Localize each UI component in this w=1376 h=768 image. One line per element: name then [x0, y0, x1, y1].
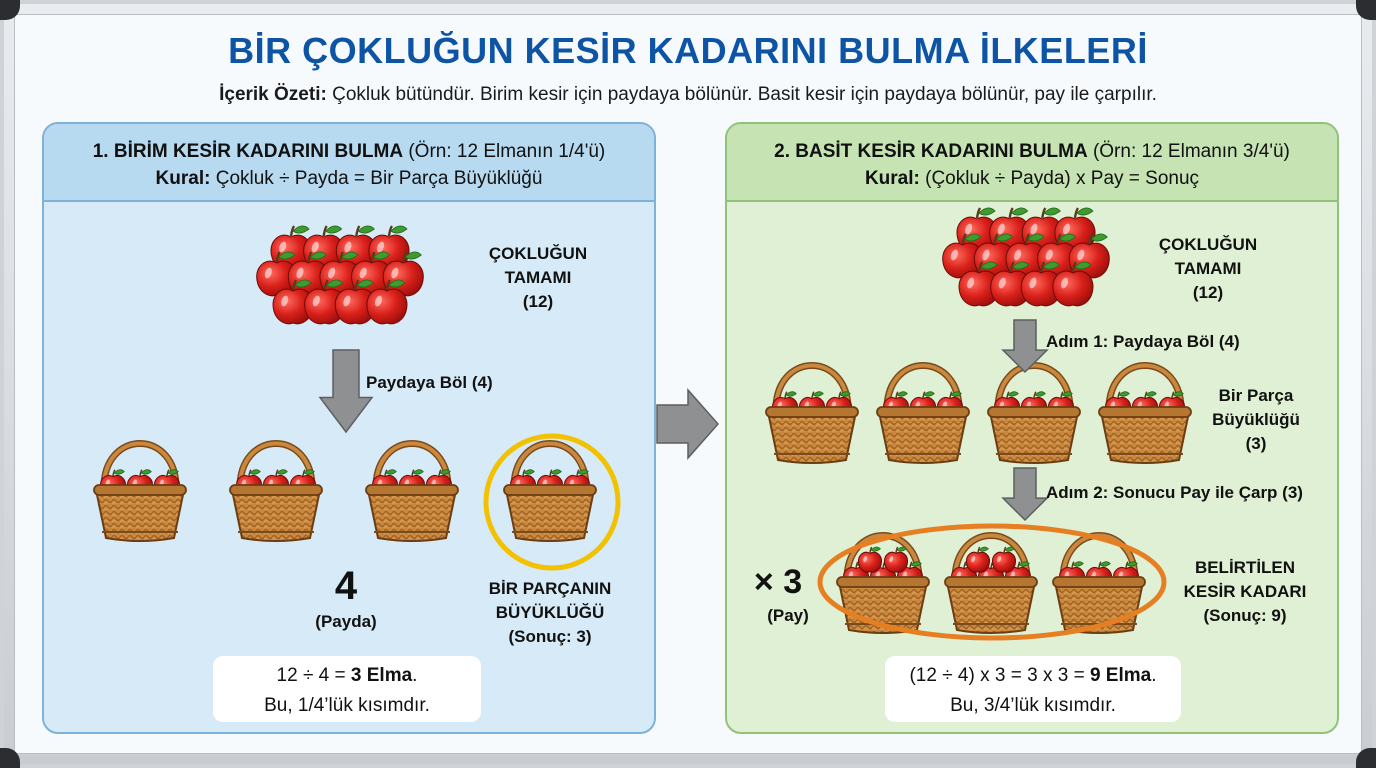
panel2-heading: 2. BASİT KESİR KADARINI BULMA (Örn: 12 E…: [727, 138, 1337, 165]
summary-text: Çokluk bütündür. Birim kesir için payday…: [326, 84, 1157, 105]
denominator-value: 4: [334, 564, 358, 608]
panel2-part-line2: Büyüklüğü: [1212, 410, 1300, 429]
panel2-result-bold: 9 Elma: [1089, 665, 1152, 686]
panel1-whole-line3: (12): [522, 292, 554, 311]
panel1-result-end: .: [412, 665, 418, 686]
result-fraction-label: BELİRTİLEN KESİR KADARI (Sonuç: 9): [1170, 556, 1320, 628]
apple-icon: [272, 279, 314, 325]
content-summary: İçerik Özeti: Çokluk bütündür. Birim kes…: [0, 84, 1376, 106]
multiplier-label: (Pay): [767, 606, 809, 625]
panel2-result-line2: Bu, 3/4’lük kısımdır.: [950, 695, 1116, 716]
corner-cap: [1356, 0, 1376, 20]
apple-icon: [991, 546, 1017, 573]
panel2-result-line1: (12 ÷ 4) x 3 = 3 x 3 = 9 Elma.: [885, 661, 1181, 691]
basket-icon: [876, 362, 970, 464]
corner-cap: [0, 748, 20, 768]
panel1-rule-label: Kural:: [155, 168, 211, 189]
denominator-label: (Payda): [315, 612, 377, 631]
panel1-whole-line1: ÇOKLUĞUN: [488, 244, 588, 263]
basket-icon: [503, 440, 597, 542]
down-arrow-icon: [1001, 319, 1049, 374]
part-size-line3: (Sonuç: 3): [508, 627, 592, 646]
apple-icon: [366, 279, 408, 325]
multiplier-value: × 3: [753, 563, 803, 601]
panel1-heading: 1. BİRİM KESİR KADARINI BULMA (Örn: 12 E…: [44, 138, 654, 165]
panel2-whole-line3: (12): [1192, 283, 1224, 302]
summary-label: İçerik Özeti:: [219, 84, 327, 105]
basket-icon: [1098, 362, 1192, 464]
panel1-result-line2: Bu, 1/4’lük kısımdır.: [264, 695, 430, 716]
basket-icon: [365, 440, 459, 542]
panel2-rule-text: (Çokluk ÷ Payda) x Pay = Sonuç: [919, 168, 1200, 189]
panel1-divide-label: Paydaya Böl (4): [366, 373, 493, 392]
down-arrow-icon: [1001, 467, 1049, 522]
part-size-line2: BÜYÜKLÜĞÜ: [495, 603, 605, 622]
result-fraction-line2: KESİR KADARI: [1183, 582, 1307, 601]
basket-icon: [944, 532, 1038, 634]
panel2-heading-rest: (Örn: 12 Elmanın 3/4'ü): [1087, 141, 1290, 162]
panel1-result-bold: 3 Elma: [350, 665, 413, 686]
panel2-part-label: Bir Parça Büyüklüğü (3): [1196, 384, 1316, 456]
panel2-header: 2. BASİT KESİR KADARINI BULMA (Örn: 12 E…: [727, 124, 1337, 202]
panel2-part-line1: Bir Parça: [1218, 386, 1294, 405]
step2-label: Adım 2: Sonucu Pay ile Çarp (3): [1046, 483, 1303, 502]
panel2-heading-bold: 2. BASİT KESİR KADARINI BULMA: [774, 141, 1088, 162]
page-title: BİR ÇOKLUĞUN KESİR KADARINI BULMA İLKELE…: [228, 30, 1148, 71]
panel2-whole-label: ÇOKLUĞUN TAMAMI (12): [1138, 233, 1278, 305]
result-fraction-line3: (Sonuç: 9): [1203, 606, 1287, 625]
basket-icon: [93, 440, 187, 542]
apple-icon: [965, 546, 991, 573]
apple-icon: [958, 261, 1000, 307]
apple-icon: [857, 546, 883, 573]
panel2-whole-line1: ÇOKLUĞUN: [1158, 235, 1258, 254]
panel2-result-end: .: [1151, 665, 1157, 686]
apple-icon: [334, 279, 376, 325]
corner-cap: [1356, 748, 1376, 768]
right-arrow-icon: [656, 388, 720, 460]
panel1-whole-label: ÇOKLUĞUN TAMAMI (12): [468, 242, 608, 314]
panel1-whole-line2: TAMAMI: [504, 268, 572, 287]
apple-icon: [1052, 261, 1094, 307]
basket-icon: [229, 440, 323, 542]
down-arrow-icon: [318, 349, 374, 434]
result-fraction-line1: BELİRTİLEN: [1194, 558, 1296, 577]
highlight-ellipse: [817, 523, 1167, 641]
highlight-circle: [483, 433, 621, 571]
panel2-result-box: (12 ÷ 4) x 3 = 3 x 3 = 9 Elma. Bu, 3/4’l…: [885, 656, 1181, 722]
panel2-part-line3: (3): [1245, 434, 1267, 453]
panel1-header: 1. BİRİM KESİR KADARINI BULMA (Örn: 12 E…: [44, 124, 654, 202]
corner-cap: [0, 0, 20, 20]
apple-icon: [256, 251, 298, 297]
panel1-heading-bold: 1. BİRİM KESİR KADARINI BULMA: [92, 141, 404, 162]
panel2-whole-line2: TAMAMI: [1174, 259, 1242, 278]
panel2-rule-label: Kural:: [864, 168, 920, 189]
panel1-result-expr: 12 ÷ 4 =: [276, 665, 351, 686]
panel2-result-expr: (12 ÷ 4) x 3 = 3 x 3 =: [909, 665, 1090, 686]
basket-icon: [987, 362, 1081, 464]
basket-icon: [765, 362, 859, 464]
panel1-rule-text: Çokluk ÷ Payda = Bir Parça Büyüklüğü: [210, 168, 543, 189]
panel1-result-box: 12 ÷ 4 = 3 Elma. Bu, 1/4’lük kısımdır.: [213, 656, 481, 722]
panel1-result-line1: 12 ÷ 4 = 3 Elma.: [213, 661, 481, 691]
apple-icon: [883, 546, 909, 573]
panel2-rule: Kural: (Çokluk ÷ Payda) x Pay = Sonuç: [727, 165, 1337, 192]
part-size-line1: BİR PARÇANIN: [488, 579, 612, 598]
step1-label: Adım 1: Paydaya Böl (4): [1046, 332, 1240, 351]
part-size-label: BİR PARÇANIN BÜYÜKLÜĞÜ (Sonuç: 3): [470, 577, 630, 649]
panel1-rule: Kural: Çokluk ÷ Payda = Bir Parça Büyükl…: [44, 165, 654, 192]
panel1-heading-rest: (Örn: 12 Elmanın 1/4'ü): [403, 141, 606, 162]
